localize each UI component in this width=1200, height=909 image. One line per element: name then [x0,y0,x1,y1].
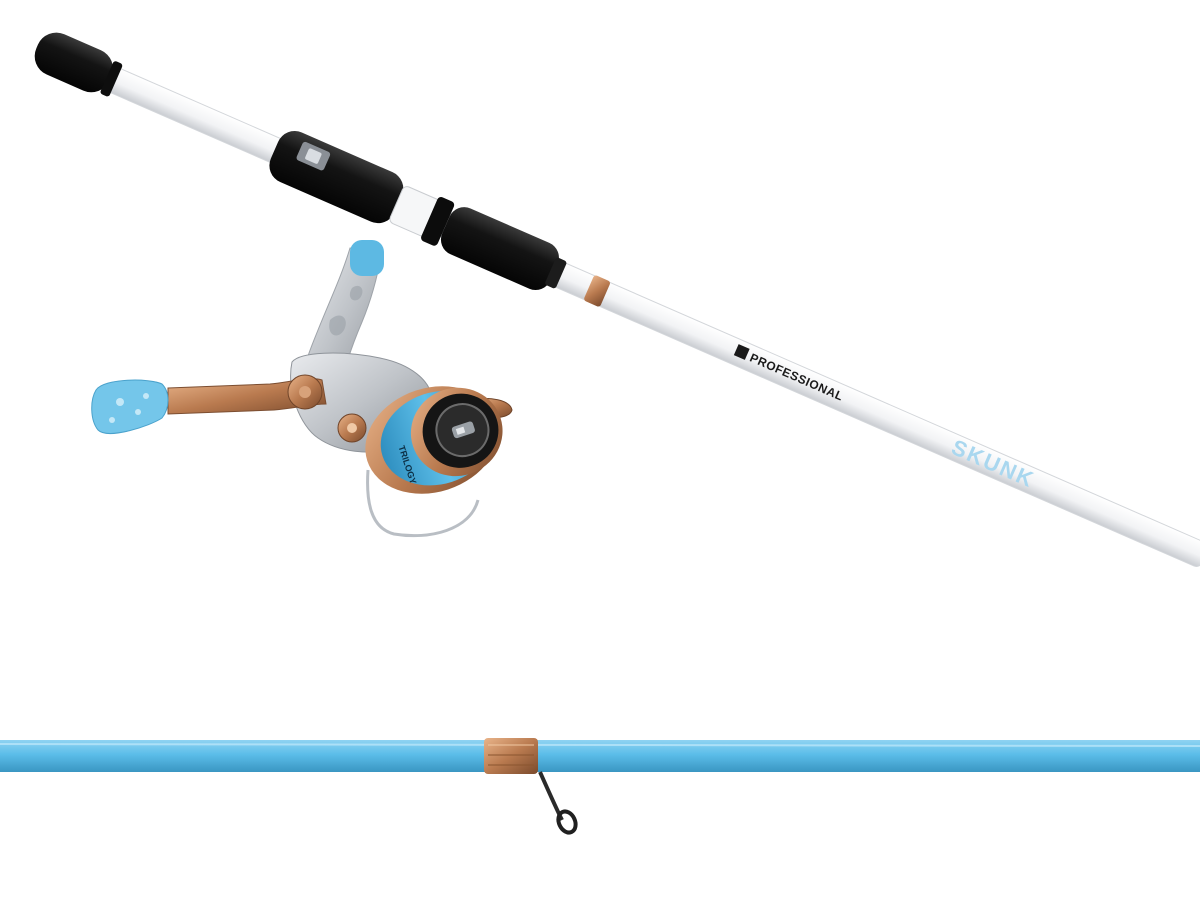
brand-logo-mark [733,344,750,360]
guide-wrap [484,738,538,774]
hook-keeper-wrap [584,275,610,307]
rear-grip [269,131,404,224]
rod-butt-section: PROFESSIONAL SKUNK [34,32,1200,567]
reel-spool: TRILOGY [365,386,503,494]
reel-handle-arm [167,378,327,415]
butt-cap-grip [34,32,113,93]
rod-tip-section [0,738,1200,835]
reel-foot-collar [350,240,384,276]
bail-wire [366,469,480,538]
spinning-reel: TRILOGY [91,240,513,538]
reel-handle-knob [91,379,169,434]
fore-grip [440,207,559,291]
